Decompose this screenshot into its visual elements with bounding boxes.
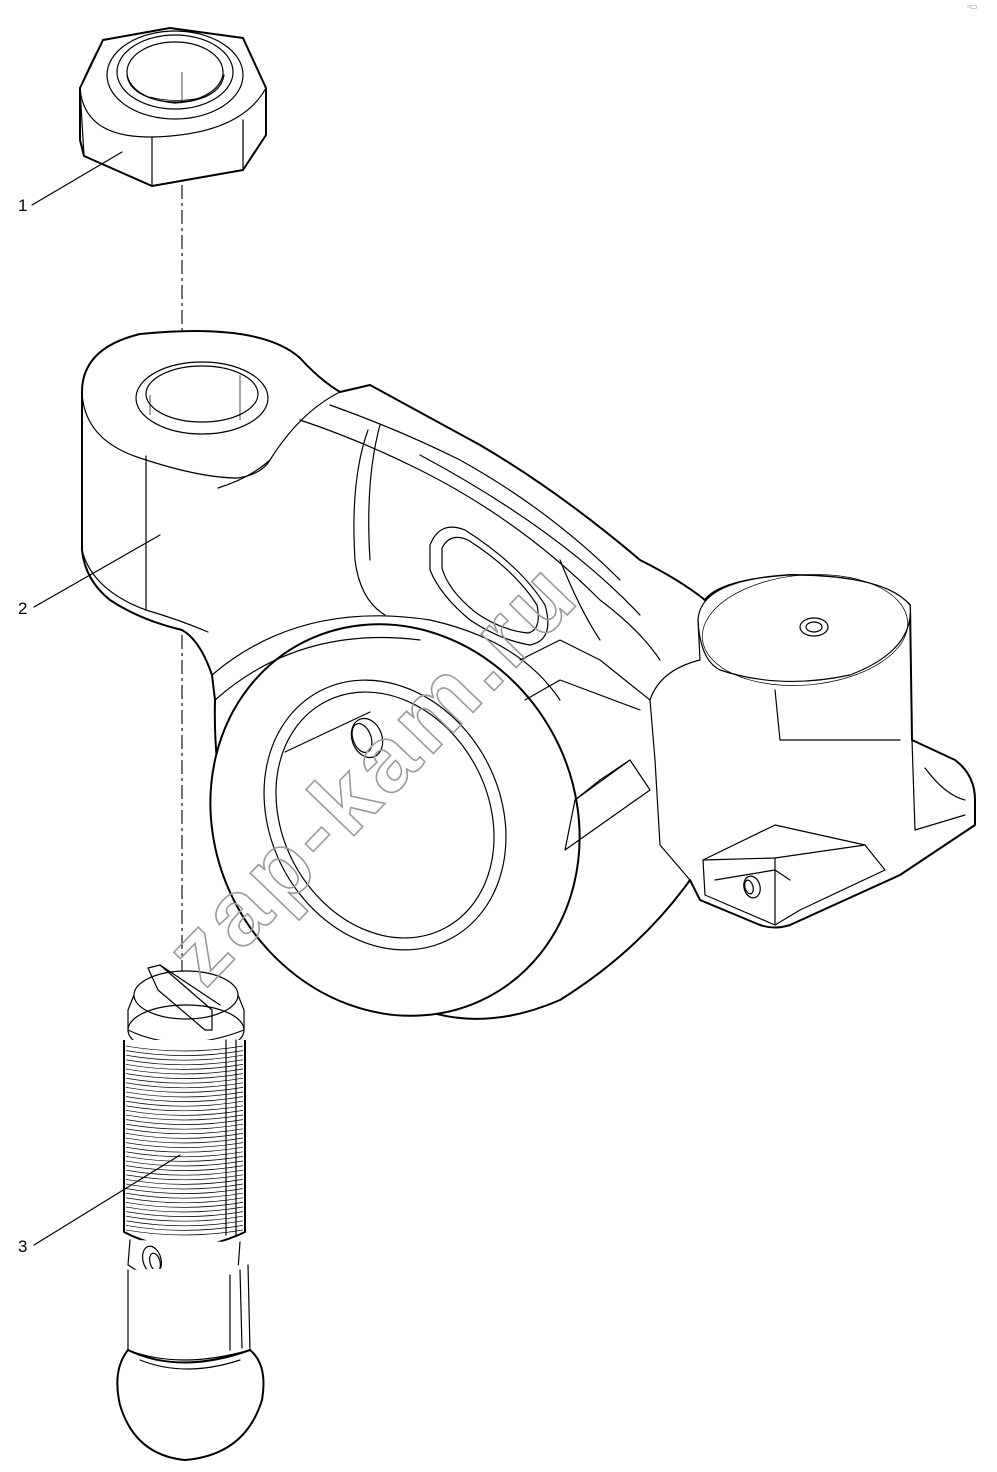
callout-label-2: 2 xyxy=(18,599,27,618)
adjusting-screw xyxy=(116,964,265,1461)
thread-lines xyxy=(125,1039,244,1236)
callout-label-1: 1 xyxy=(18,196,27,215)
callout-label-3: 3 xyxy=(18,1237,27,1256)
callout-3: 3 xyxy=(18,1154,181,1256)
nut xyxy=(79,27,267,187)
callout-1: 1 xyxy=(18,151,123,215)
callout-2: 2 xyxy=(18,534,161,618)
rocker-arm xyxy=(81,330,976,1020)
corner-mark: ▫▭ xyxy=(967,2,977,11)
